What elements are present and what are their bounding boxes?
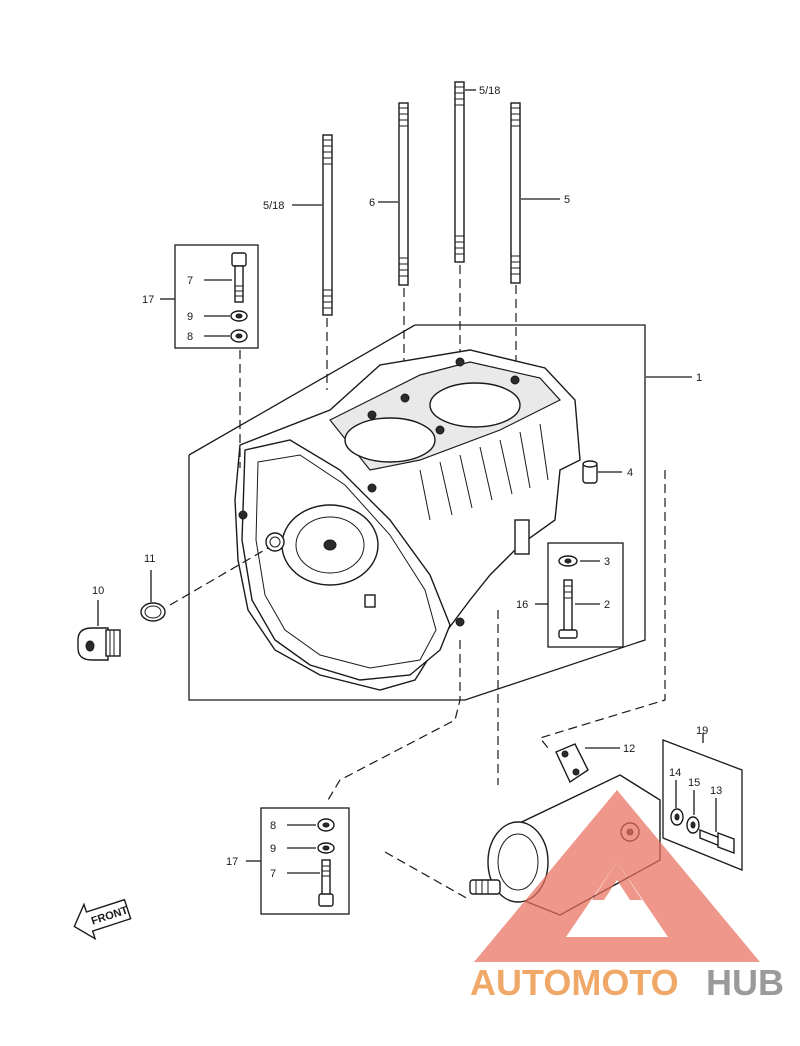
washer-14 xyxy=(670,808,684,826)
callout-17-top: 17 xyxy=(142,294,154,306)
stud-5 xyxy=(510,102,521,284)
callout-5: 5 xyxy=(564,194,570,206)
callout-1: 1 xyxy=(696,372,702,384)
callout-8-top: 8 xyxy=(187,331,193,343)
bolt-2 xyxy=(558,579,578,639)
bolt-group-19-box xyxy=(662,739,743,871)
watermark-text-part2: HUB xyxy=(706,962,784,1003)
watermark-triangle-icon xyxy=(474,790,760,962)
nut-8-bottom xyxy=(317,818,335,832)
watermark-logo xyxy=(474,790,760,962)
stud-left xyxy=(322,134,333,316)
o-ring-11 xyxy=(140,602,166,622)
front-direction-arrow: FRONT xyxy=(73,898,132,941)
washer-8-top xyxy=(230,329,248,343)
stud-5-18-top xyxy=(454,81,465,263)
callout-2: 2 xyxy=(604,599,610,611)
callout-13: 13 xyxy=(710,785,722,797)
callout-7-top: 7 xyxy=(187,275,193,287)
callout-15: 15 xyxy=(688,777,700,789)
callout-16: 16 xyxy=(516,599,528,611)
washer-3 xyxy=(558,555,578,567)
crankcase-group-outline xyxy=(188,324,646,701)
spring-washer-9-bottom xyxy=(317,842,335,854)
callout-11: 11 xyxy=(144,553,155,565)
callout-8-bottom: 8 xyxy=(270,820,276,832)
spring-washer-9-top xyxy=(230,310,248,322)
callout-7-bottom: 7 xyxy=(270,868,276,880)
dowel-pin xyxy=(582,460,598,484)
callout-9-bottom: 9 xyxy=(270,843,276,855)
bolt-group-17-top-box xyxy=(174,244,259,349)
callout-3: 3 xyxy=(604,556,610,568)
stud-6 xyxy=(398,102,409,286)
crankcase xyxy=(234,349,581,691)
bolt-13 xyxy=(699,828,735,855)
callout-14: 14 xyxy=(669,767,681,779)
callout-5-18-top: 5/18 xyxy=(479,85,500,97)
callout-6: 6 xyxy=(369,197,375,209)
callout-10: 10 xyxy=(92,585,104,597)
bolt-7-top xyxy=(231,252,247,303)
callout-12: 12 xyxy=(623,743,635,755)
watermark-text-part1: AUTOMOTO xyxy=(470,962,679,1003)
gasket-12 xyxy=(555,743,589,784)
callout-17-bottom: 17 xyxy=(226,856,238,868)
callout-9-top: 9 xyxy=(187,311,193,323)
callout-4: 4 xyxy=(627,467,633,479)
callout-19: 19 xyxy=(696,725,708,737)
callout-5-18-left: 5/18 xyxy=(263,200,284,212)
bolt-7-bottom xyxy=(318,859,334,907)
washer-15 xyxy=(686,816,700,834)
bolt-group-16-box xyxy=(547,542,624,648)
drain-plug-10 xyxy=(77,627,121,661)
